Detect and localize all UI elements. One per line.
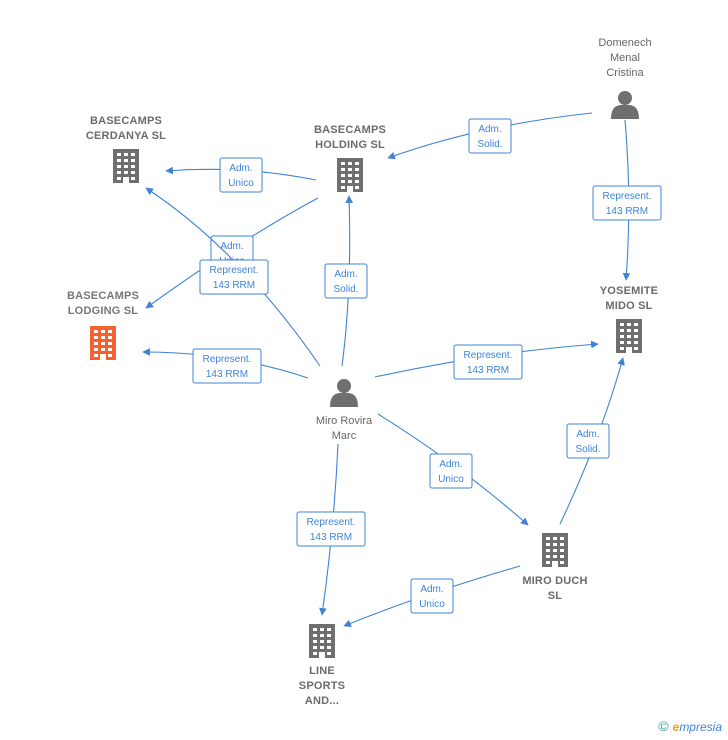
- node-label: AND...: [305, 695, 339, 707]
- edge-label-text: Unico: [419, 599, 445, 610]
- node-basecamps_lodging[interactable]: BASECAMPS LODGING SL: [67, 290, 139, 360]
- edge-duch-yosemite: Adm. Solid.: [559, 357, 625, 525]
- edge-label-text: Adm.: [229, 163, 252, 174]
- building-icon: [616, 319, 642, 353]
- node-label: CERDANYA SL: [86, 130, 166, 142]
- edge-label-miro-yosemite[interactable]: Represent. 143 RRM: [453, 344, 523, 380]
- node-label: SPORTS: [299, 680, 345, 692]
- node-miro_duch[interactable]: MIRO DUCH SL: [522, 533, 587, 602]
- person-icon: [611, 91, 639, 119]
- node-label: BASECAMPS: [90, 115, 162, 127]
- edge-label-miro-line[interactable]: Represent. 143 RRM: [296, 511, 366, 547]
- edge-label-text: Adm.: [420, 584, 443, 595]
- edge-label-duch-line[interactable]: Adm. Unico: [410, 578, 454, 614]
- edge-label-text: Represent.: [603, 191, 652, 202]
- copyright-symbol: ©: [658, 718, 669, 734]
- edge-label-text: Solid.: [333, 284, 358, 295]
- node-label: MIRO DUCH: [522, 575, 587, 587]
- empresia-watermark: ©empresia: [658, 718, 722, 734]
- edge-label-text: 143 RRM: [467, 365, 509, 376]
- node-basecamps_cerdanya[interactable]: BASECAMPS CERDANYA SL: [86, 115, 166, 183]
- node-yosemite[interactable]: YOSEMITE MIDO SL: [600, 285, 658, 353]
- edge-label-miro-duch[interactable]: Adm. Unico: [429, 453, 473, 489]
- edge-label-box: [296, 511, 366, 547]
- edge-label-holding-cerdanya[interactable]: Adm. Unico: [219, 157, 263, 193]
- node-label: Cristina: [606, 67, 644, 79]
- edge-label-text: Solid.: [575, 444, 600, 455]
- edge-label-text: 143 RRM: [310, 532, 352, 543]
- building-icon: [309, 624, 335, 658]
- edge-label-text: Adm.: [334, 269, 357, 280]
- node-basecamps_holding[interactable]: BASECAMPS HOLDING SL: [314, 124, 386, 192]
- edge-label-miro-holding[interactable]: Adm. Solid.: [324, 263, 368, 299]
- node-label: Marc: [332, 430, 357, 442]
- person-icon: [330, 379, 358, 407]
- building-icon: [113, 149, 139, 183]
- edge-label-text: 143 RRM: [206, 369, 248, 380]
- edge-label-box: [324, 263, 368, 299]
- edge-label-box: [199, 259, 269, 295]
- building-icon: [337, 158, 363, 192]
- edge-label-text: Adm.: [478, 124, 501, 135]
- edge-domenech-holding: Adm. Solid.: [387, 112, 593, 160]
- edge-label-text: Represent.: [210, 265, 259, 276]
- edge-label-box: [410, 578, 454, 614]
- edge-miro-duch: Adm. Unico: [377, 413, 529, 526]
- edge-label-domenech-yosemite[interactable]: Represent. 143 RRM: [592, 185, 662, 221]
- node-label: LINE: [309, 665, 335, 677]
- edge-label-box: [453, 344, 523, 380]
- node-label: YOSEMITE: [600, 285, 658, 297]
- edge-label-text: Solid.: [477, 139, 502, 150]
- node-label: HOLDING SL: [315, 139, 385, 151]
- edge-label-box: [429, 453, 473, 489]
- node-label: BASECAMPS: [67, 290, 139, 302]
- edge-label-text: Adm.: [576, 429, 599, 440]
- edge-miro-cerdanya: Represent. 143 RRM: [145, 187, 321, 367]
- edge-miro-line: Represent. 143 RRM: [296, 443, 366, 616]
- edge-label-box: [219, 157, 263, 193]
- edge-miro-lodging: Represent. 143 RRM: [142, 348, 309, 384]
- edge-label-text: Represent.: [307, 517, 356, 528]
- edge-domenech-yosemite: Represent. 143 RRM: [592, 119, 662, 281]
- edge-label-box: [192, 348, 262, 384]
- node-label: Menal: [610, 52, 640, 64]
- edge-label-box: [566, 423, 610, 459]
- node-label: LODGING SL: [68, 305, 139, 317]
- building-icon: [542, 533, 568, 567]
- brand-name: mpresia: [679, 720, 722, 734]
- edge-label-text: Unico: [438, 474, 464, 485]
- edge-label-duch-yosemite[interactable]: Adm. Solid.: [566, 423, 610, 459]
- edge-label-text: Unico: [228, 178, 254, 189]
- edge-holding-cerdanya: Adm. Unico: [165, 157, 317, 193]
- node-label: MIDO SL: [605, 300, 652, 312]
- edge-duch-line: Adm. Unico: [343, 565, 521, 627]
- edge-label-miro-cerdanya[interactable]: Represent. 143 RRM: [199, 259, 269, 295]
- node-label: SL: [548, 590, 563, 602]
- node-label: BASECAMPS: [314, 124, 386, 136]
- edge-label-box: [592, 185, 662, 221]
- edge-label-text: Adm.: [439, 459, 462, 470]
- node-label: Miro Rovira: [316, 415, 373, 427]
- edge-label-domenech-holding[interactable]: Adm. Solid.: [468, 118, 512, 154]
- edge-label-text: Represent.: [464, 350, 513, 361]
- node-label: Domenech: [598, 37, 651, 49]
- edge-label-miro-lodging[interactable]: Represent. 143 RRM: [192, 348, 262, 384]
- node-line_sports[interactable]: LINE SPORTS AND...: [299, 624, 345, 707]
- edge-label-text: 143 RRM: [606, 206, 648, 217]
- brand-initial: e: [672, 720, 680, 734]
- edge-miro-yosemite: Represent. 143 RRM: [374, 340, 599, 380]
- edges-layer: Adm.Solid.Represent.143 RRMAdm.UnicoAdm.…: [142, 112, 662, 627]
- edge-label-text: 143 RRM: [213, 280, 255, 291]
- edge-label-text: Represent.: [203, 354, 252, 365]
- edge-label-text: Adm.: [220, 241, 243, 252]
- edge-miro-holding: Adm. Solid.: [324, 195, 368, 367]
- edge-label-box: [468, 118, 512, 154]
- building-icon: [90, 326, 116, 360]
